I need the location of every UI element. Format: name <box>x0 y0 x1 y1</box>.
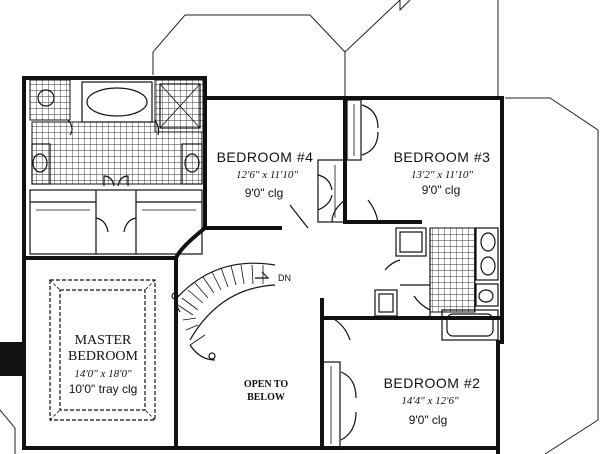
bedroom4-name: BEDROOM #4 <box>217 149 314 165</box>
master-ceiling: 10'0" tray clg <box>69 382 138 396</box>
master-name-line2: BEDROOM <box>68 349 139 364</box>
bedroom2-dims: 14'4" x 12'6" <box>401 395 459 407</box>
open-to-below-line1: OPEN TO <box>244 379 289 390</box>
bedroom2-ceiling: 9'0" clg <box>409 413 448 427</box>
bedroom4-closet <box>317 159 347 223</box>
chimney <box>0 342 24 376</box>
tub-surround-tile <box>154 79 204 133</box>
open-to-below-line2: BELOW <box>247 392 285 403</box>
hall-bath-fixtures <box>374 227 499 341</box>
bedroom4-ceiling: 9'0" clg <box>245 186 284 200</box>
tray-ceiling <box>49 279 156 421</box>
hall-walls <box>173 199 346 313</box>
master-bath-fixtures <box>31 81 203 185</box>
master-closets <box>29 175 203 255</box>
bedroom2-closet <box>321 317 357 449</box>
master-dims: 14'0" x 18'0" <box>74 368 132 380</box>
stair-direction-label: DN <box>278 273 291 283</box>
bedroom3-dims: 13'2" x 11'10" <box>411 169 473 181</box>
bedroom3-name: BEDROOM #3 <box>394 149 491 165</box>
shower-tile <box>29 79 71 121</box>
bedroom3-ceiling: 9'0" clg <box>422 183 461 197</box>
bedroom3-closet <box>346 99 379 223</box>
curved-stair <box>171 262 276 361</box>
bedroom4-dims: 12'6" x 11'10" <box>236 169 298 181</box>
master-name-line1: MASTER <box>75 333 132 348</box>
hall-bath-tile <box>429 227 476 313</box>
bedroom2-name: BEDROOM #2 <box>384 375 481 391</box>
